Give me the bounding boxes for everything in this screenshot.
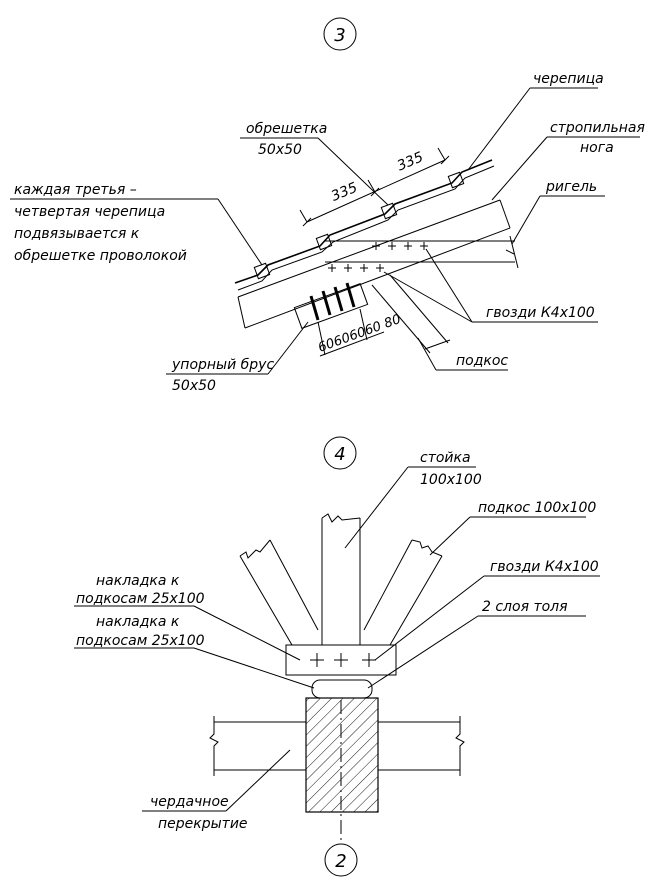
label-stropilnaya-1: стропильная bbox=[550, 120, 645, 136]
label-rigel: ригель bbox=[545, 179, 597, 195]
nakladka bbox=[285, 644, 397, 676]
nails-rigel bbox=[328, 242, 428, 272]
detail-4-bottom-marker: 2 bbox=[335, 851, 346, 872]
detail-3: 3 bbox=[10, 17, 645, 394]
dim-335 bbox=[299, 147, 450, 227]
label-gvozdi-4: гвозди К4х100 bbox=[490, 559, 599, 575]
rafter bbox=[237, 199, 511, 329]
beam-section bbox=[305, 697, 379, 813]
dim-335-a: 335 bbox=[329, 180, 360, 205]
label-toli: 2 слоя толя bbox=[482, 599, 568, 615]
label-nakladka2-1: накладка к bbox=[96, 614, 180, 630]
post bbox=[321, 513, 361, 645]
label-cherdak-2: перекрытие bbox=[158, 816, 248, 832]
label-cherdak-1: чердачное bbox=[150, 794, 229, 810]
dim-small bbox=[319, 331, 385, 357]
label-gvozdi-3: гвозди К4х100 bbox=[486, 305, 595, 321]
roofing-layers bbox=[311, 679, 373, 699]
label-nakladka1-1: накладка к bbox=[96, 573, 180, 589]
detail-4-bottom-marker-circle bbox=[324, 843, 358, 877]
label-stropilnaya-2: нога bbox=[580, 140, 614, 156]
label-podkos-4: подкос 100х100 bbox=[478, 500, 596, 516]
attic-floor bbox=[209, 716, 465, 776]
label-upornyi-1: упорный брус bbox=[171, 357, 274, 373]
label-obreshetka-2: 50х50 bbox=[258, 142, 302, 158]
brace-right bbox=[363, 539, 443, 646]
note-line-4: обрешетке проволокой bbox=[14, 248, 187, 264]
nails-nakladka bbox=[310, 653, 376, 667]
brace bbox=[371, 274, 451, 354]
label-stoika-1: стойка bbox=[420, 450, 471, 466]
rigel-beam bbox=[325, 235, 519, 269]
detail-3-marker-circle bbox=[323, 17, 357, 51]
label-nakladka1-2: подкосам 25х100 bbox=[76, 591, 205, 607]
label-stoika-2: 100х100 bbox=[420, 472, 482, 488]
detail-4-marker: 4 bbox=[334, 444, 345, 465]
roof-tiles bbox=[234, 159, 495, 291]
nails-thrust bbox=[309, 282, 356, 321]
brace-left bbox=[239, 539, 319, 646]
detail-3-marker: 3 bbox=[334, 25, 345, 46]
thrust-block bbox=[293, 283, 369, 356]
note-line-1: каждая третья – bbox=[14, 182, 137, 198]
detail-4-marker-circle bbox=[323, 436, 357, 470]
detail-4: 4 bbox=[74, 436, 600, 877]
label-obreshetka-1: обрешетка bbox=[246, 121, 327, 137]
label-upornyi-2: 50х50 bbox=[172, 378, 216, 394]
label-podkos-3: подкос bbox=[456, 353, 508, 369]
note-line-2: четвертая черепица bbox=[14, 204, 165, 220]
note-line-3: подвязывается к bbox=[14, 226, 140, 242]
label-cherepitsa: черепица bbox=[533, 71, 604, 87]
label-nakladka2-2: подкосам 25х100 bbox=[76, 633, 205, 649]
